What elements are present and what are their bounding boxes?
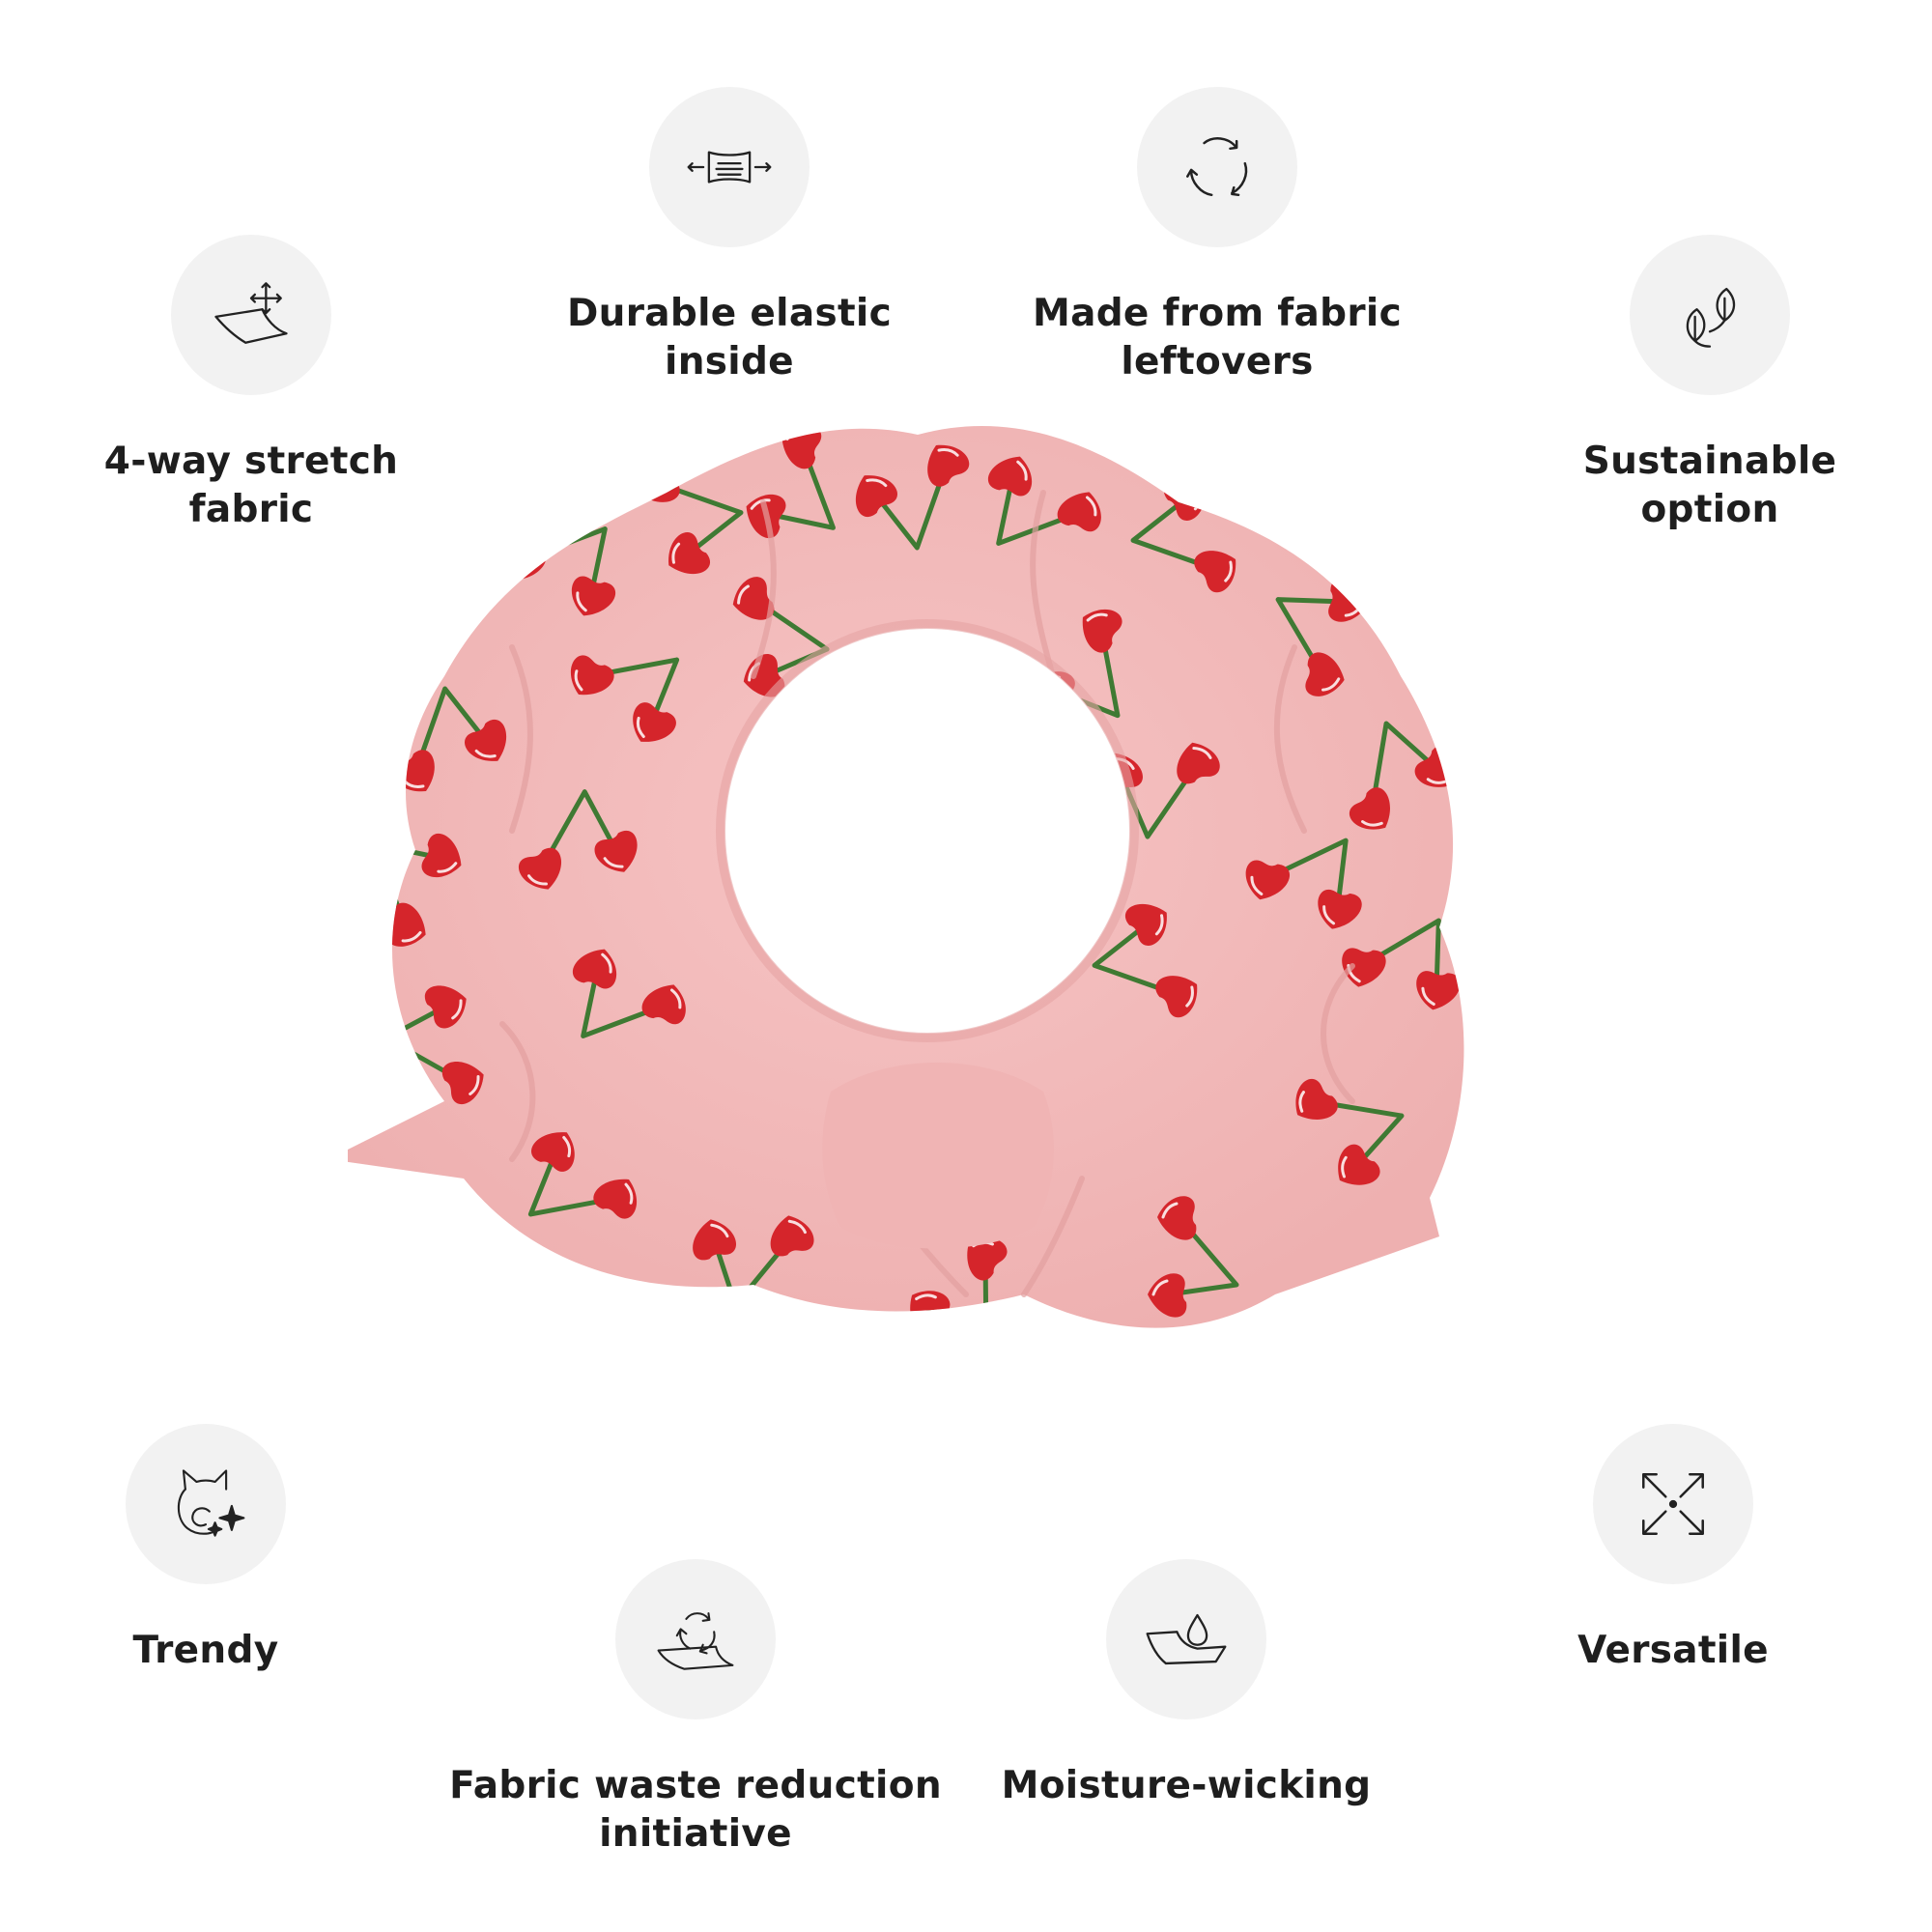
feature-label-line: initiative [599,1812,792,1856]
feature-label-line: 4-way stretch [103,440,399,483]
scrunchie-bow-knot [822,1063,1054,1249]
feature-label-line: Versatile [1577,1629,1769,1672]
feature-trendy: Trendy [0,1424,457,1675]
recycle-arrows-icon [1186,137,1248,197]
feature-label-line: Durable elastic [567,292,892,335]
water-drop-fabric-icon [1146,1613,1227,1665]
scrunchie-center-hole [724,628,1130,1034]
cherry-pattern-motif [1342,918,1461,1010]
cherry-pattern-motif [570,655,680,742]
cherry-pattern-motif [384,985,484,1105]
feature-label-line: Trendy [132,1629,279,1672]
elastic-band-icon [687,151,772,184]
feature-sustainable: Sustainable option [1459,235,1932,534]
feature-label-line: option [1640,488,1779,531]
feature-four-way-stretch: 4-way stretch fabric [0,235,502,534]
feature-label-line: leftovers [1121,340,1314,384]
feature-label-line: fabric [188,488,314,531]
feature-waste-reduction: Fabric waste reduction initiative [444,1559,947,1859]
cherry-pattern-motif [855,444,970,551]
cherry-pattern-motif [527,1132,638,1219]
cherry-scrunchie-image [348,425,1464,1328]
cherry-pattern-motif [1245,838,1362,929]
cherry-pattern-motif [693,1215,814,1308]
cherry-pattern-motif [1092,903,1198,1018]
feature-versatile: Versatile [1422,1424,1924,1675]
cherry-pattern-motif [988,456,1101,546]
feature-label-line: Fabric waste reduction [449,1764,942,1807]
feature-durable-elastic: Durable elastic inside [478,87,980,386]
recycle-fabric-icon [657,1612,734,1670]
feature-moisture-wicking: Moisture-wicking [935,1559,1437,1810]
cherry-pattern-motif [372,834,462,947]
feature-label-line: inside [665,340,794,384]
feature-label-line: Moisture-wicking [1001,1764,1372,1807]
cherry-pattern-motif [1148,1196,1239,1318]
cherry-pattern-motif [392,686,507,792]
expand-arrows-icon [1642,1473,1704,1535]
cherry-pattern-motif [1295,1078,1405,1185]
feature-label-line: Made from fabric [1032,292,1402,335]
cat-sparkle-icon [177,1469,245,1537]
cherry-pattern-motif [518,789,638,890]
stretch-fabric-icon [214,282,288,344]
cherry-pattern-motif [573,949,686,1038]
feature-fabric-leftovers: Made from fabric leftovers [966,87,1468,386]
leaves-icon [1686,287,1736,348]
feature-label-line: Sustainable [1582,440,1837,483]
